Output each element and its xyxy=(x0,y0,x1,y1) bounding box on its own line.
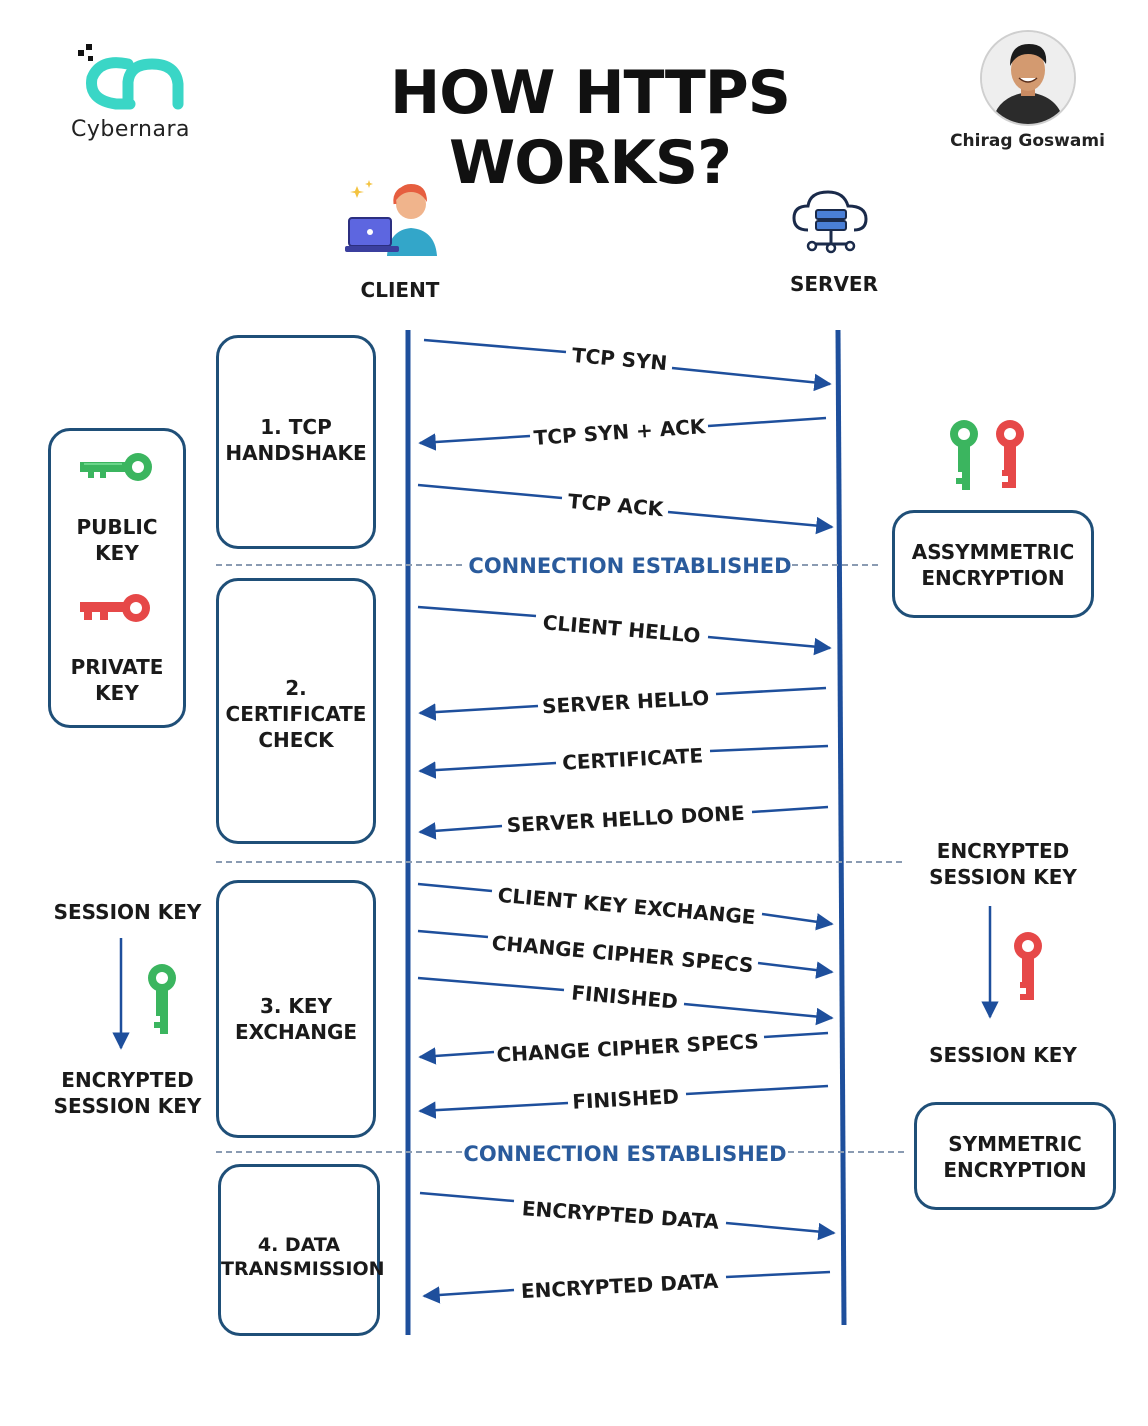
message-tcp-syn-ack: TCP SYN + ACK xyxy=(418,414,827,451)
symmetric-encryption-box: SYMMETRIC ENCRYPTION xyxy=(914,1102,1116,1210)
public-key-icon xyxy=(80,453,152,481)
message-label: TCP ACK xyxy=(567,489,666,521)
message-label: CHANGE CIPHER SPECS xyxy=(491,931,754,978)
message-finished-to-server: FINISHED xyxy=(417,976,834,1026)
phase-box-tcp-handshake: 1. TCP HANDSHAKE xyxy=(216,335,376,549)
message-label: ENCRYPTED DATA xyxy=(521,1196,720,1234)
message-change-cipher-specs-to-client: CHANGE CIPHER SPECS xyxy=(418,1029,829,1067)
public-key-label: PUBLIC KEY xyxy=(76,515,158,565)
private-key-icon xyxy=(80,594,150,622)
message-server-hello: SERVER HELLO xyxy=(418,686,827,721)
phase-box-data-transmission: 4. DATA TRANSMISSION xyxy=(218,1164,385,1336)
message-label: FINISHED xyxy=(572,1084,680,1114)
client-label: CLIENT xyxy=(360,278,440,302)
message-label: ENCRYPTED DATA xyxy=(520,1269,719,1303)
right-session-key-label: SESSION KEY xyxy=(929,1043,1077,1067)
message-tcp-syn: TCP SYN xyxy=(423,338,832,392)
left-green-key-icon xyxy=(148,964,176,1034)
message-label: CHANGE CIPHER SPECS xyxy=(496,1029,759,1067)
author-name: Chirag Goswami xyxy=(950,131,1105,151)
brand-name: Cybernara xyxy=(71,117,190,142)
server-label: SERVER xyxy=(789,272,878,296)
left-encrypted-session-key-label: ENCRYPTED SESSION KEY xyxy=(53,1068,202,1118)
message-change-cipher-specs-to-server: CHANGE CIPHER SPECS xyxy=(417,929,834,979)
asymmetric-encryption-box: ASSYMMETRIC ENCRYPTION xyxy=(892,510,1094,618)
message-label: FINISHED xyxy=(570,980,678,1013)
message-label: SERVER HELLO DONE xyxy=(506,801,745,837)
key-legend-box xyxy=(48,428,186,728)
author-avatar xyxy=(980,30,1076,126)
message-label: SERVER HELLO xyxy=(542,686,710,719)
message-label: TCP SYN xyxy=(571,343,668,375)
message-tcp-ack: TCP ACK xyxy=(417,483,834,535)
message-encrypted-data-to-client: ENCRYPTED DATA xyxy=(422,1269,831,1304)
green-key-icon xyxy=(950,420,978,490)
message-label: TCP SYN + ACK xyxy=(533,414,708,450)
message-server-hello-done: SERVER HELLO DONE xyxy=(418,801,829,840)
server-lifeline xyxy=(835,329,847,1326)
phase-box-certificate-check: 2. CERTIFICATE CHECK xyxy=(216,578,376,844)
message-finished-to-client: FINISHED xyxy=(418,1084,829,1119)
phase-box-key-exchange: 3. KEY EXCHANGE xyxy=(216,880,376,1138)
message-certificate: CERTIFICATE xyxy=(418,743,829,779)
server-cloud-icon xyxy=(792,190,868,254)
left-session-key-label: SESSION KEY xyxy=(53,900,202,924)
client-person-icon xyxy=(345,180,437,256)
message-label: CERTIFICATE xyxy=(562,743,704,774)
red-key-icon xyxy=(996,420,1024,488)
page-title: HOW HTTPS WORKS? xyxy=(390,58,791,198)
private-key-label: PRIVATE KEY xyxy=(70,655,164,705)
connection-established-2: CONNECTION ESTABLISHED xyxy=(463,1142,786,1166)
message-encrypted-data-to-server: ENCRYPTED DATA xyxy=(419,1191,836,1241)
message-label: CLIENT HELLO xyxy=(542,610,702,648)
message-label: CLIENT KEY EXCHANGE xyxy=(497,883,757,929)
right-red-key-icon xyxy=(1014,932,1042,1000)
message-client-hello: CLIENT HELLO xyxy=(417,605,832,656)
message-client-key-exchange: CLIENT KEY EXCHANGE xyxy=(417,882,834,931)
right-encrypted-session-key-label: ENCRYPTED SESSION KEY xyxy=(929,839,1077,889)
brand-logo xyxy=(78,44,184,110)
connection-established-1: CONNECTION ESTABLISHED xyxy=(468,554,791,578)
